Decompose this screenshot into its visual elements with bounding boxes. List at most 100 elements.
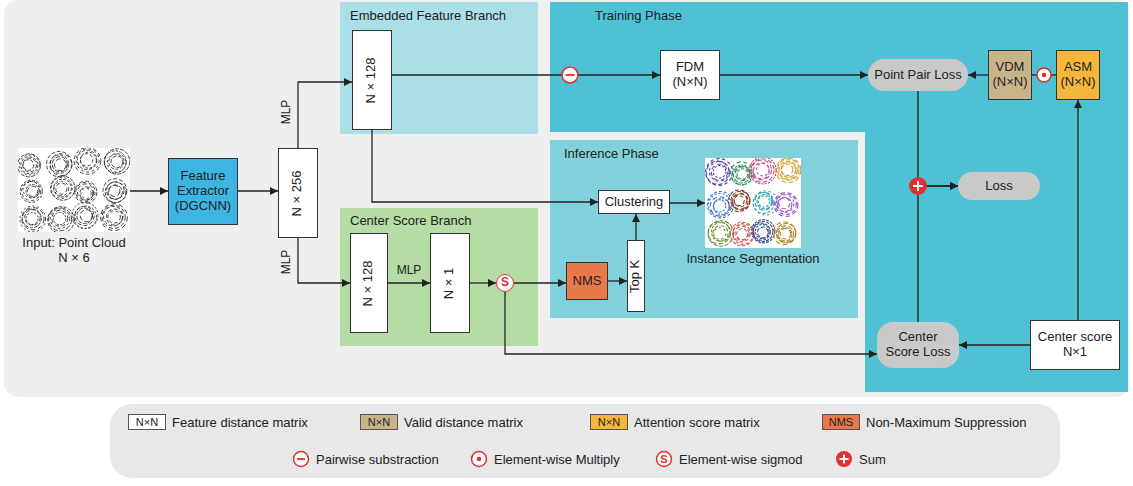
sigmoid-symbol: S [496, 274, 514, 292]
box-label: N × 1 [443, 267, 458, 298]
legend-item: N×N Feature distance matrix [128, 412, 308, 432]
legend-text: Attention score matrix [634, 415, 760, 430]
legend-item: N×N Valid distance matrix [360, 412, 523, 432]
legend-item: NMSNon-Maximum Suppression [822, 412, 1026, 432]
symbol-letter: S [660, 453, 667, 465]
panel-title: Embedded Feature Branch [350, 9, 506, 24]
feature-extractor-box: Feature Extractor (DGCNN) [168, 158, 238, 225]
connector [238, 190, 278, 191]
point-cloud-image: Input: Point Cloud N × 6 [18, 148, 130, 232]
nms-box: NMS [566, 262, 608, 300]
legend-text: Pairwise substraction [316, 452, 439, 467]
box-label: ASM (N×N) [1060, 60, 1096, 90]
loss-pill: Loss [958, 172, 1040, 200]
legend-swatch: N×N [360, 414, 398, 430]
connector [670, 202, 705, 203]
matrix-box: VDM (N×N) [988, 50, 1032, 100]
loss-pill: Center Score Loss [877, 322, 959, 368]
embedding-matrix-box: N × 128 [352, 30, 392, 130]
connector [470, 282, 496, 283]
connector [959, 344, 1030, 345]
feature-matrix-box: N × 256 [278, 148, 318, 238]
legend-swatch: N×N [590, 414, 628, 430]
panel-title: Center Score Branch [350, 214, 471, 229]
connector [392, 74, 660, 75]
connector [1077, 100, 1078, 320]
legend-symbol [292, 450, 310, 468]
legend-symbol [470, 450, 488, 468]
connector [918, 91, 958, 186]
loss-pill: Point Pair Loss [868, 59, 968, 91]
topk-box: Top K [627, 240, 645, 312]
box-label: N × 128 [362, 260, 377, 306]
subtraction-symbol [562, 67, 578, 83]
legend-item: Element-wise Multiply [470, 449, 620, 469]
legend-text: Sum [859, 452, 886, 467]
image-caption: Instance Segmentation [653, 252, 853, 267]
connector [505, 292, 877, 354]
legend-swatch: N×N [128, 414, 166, 430]
training-panel-fill [550, 2, 1128, 392]
legend-text: Element-wise Multiply [494, 452, 620, 467]
swatch-label: NMS [829, 416, 853, 428]
box-label: S [501, 276, 509, 290]
box-label: Feature Extractor (DGCNN) [172, 169, 234, 214]
point-cloud-image-art [18, 148, 130, 232]
connector [298, 82, 352, 148]
connector [372, 130, 598, 202]
matrix-box: ASM (N×N) [1056, 50, 1100, 100]
box-label: Clustering [605, 195, 664, 210]
legend-item: Pairwise substraction [292, 449, 439, 469]
edge-label: MLP [279, 250, 293, 275]
score-box: Center score N×1 [1030, 320, 1120, 370]
box-label: NMS [573, 274, 602, 289]
swatch-label: N×N [598, 416, 620, 428]
box-label: FDM (N×N) [664, 60, 716, 90]
connector [514, 282, 566, 283]
connector [608, 280, 627, 281]
legend-swatch: NMS [822, 414, 860, 430]
box-label: Center score N×1 [1034, 330, 1116, 360]
segmentation-image: Instance Segmentation [705, 158, 801, 248]
feature-matrix-box: N × 128 [350, 233, 388, 333]
sum-symbol [909, 177, 927, 195]
branch-panel-fill [340, 208, 538, 346]
legend-item: S Element-wise sigmod [655, 449, 803, 469]
matrix-box: FDM (N×N) [660, 50, 720, 100]
edge-label: MLP [279, 100, 293, 125]
legend-item: N×N Attention score matrix [590, 412, 760, 432]
box-label: Loss [985, 179, 1012, 194]
edge-label: MLP [397, 263, 422, 277]
legend-symbol [835, 450, 853, 468]
score-matrix-box: N × 1 [430, 233, 470, 333]
image-caption: Input: Point Cloud N × 6 [17, 236, 132, 266]
segmentation-image-art [705, 158, 801, 248]
box-label: N × 128 [365, 57, 380, 103]
box-label: VDM (N×N) [992, 60, 1028, 90]
diagram-ground [4, 0, 1130, 397]
box-label: N × 256 [291, 170, 306, 216]
inference-panel-fill [550, 140, 858, 318]
branch-panel-fill [340, 2, 538, 134]
legend-text: Feature distance matrix [172, 415, 308, 430]
panel-title: Inference Phase [564, 147, 659, 162]
connector [130, 190, 168, 191]
legend-symbol: S [655, 450, 673, 468]
connector [968, 74, 988, 75]
box-label: Center Score Loss [882, 330, 954, 360]
process-box: Clustering [598, 190, 670, 214]
connector [635, 214, 636, 240]
panel-title: Training Phase [595, 9, 682, 24]
box-label: Point Pair Loss [874, 68, 961, 83]
connector [918, 186, 958, 322]
legend-item: Sum [835, 449, 886, 469]
swatch-label: N×N [136, 416, 158, 428]
branch-panel: Embedded Feature Branch N × 128 [340, 2, 538, 134]
swatch-label: N×N [368, 416, 390, 428]
legend-text: Element-wise sigmod [679, 452, 803, 467]
inference-panel: Inference PhaseClusteringInstance Segmen… [550, 140, 858, 318]
legend-text: Valid distance matrix [404, 415, 523, 430]
multiply-symbol [1037, 68, 1051, 82]
connector [388, 282, 430, 283]
connector [298, 238, 350, 283]
